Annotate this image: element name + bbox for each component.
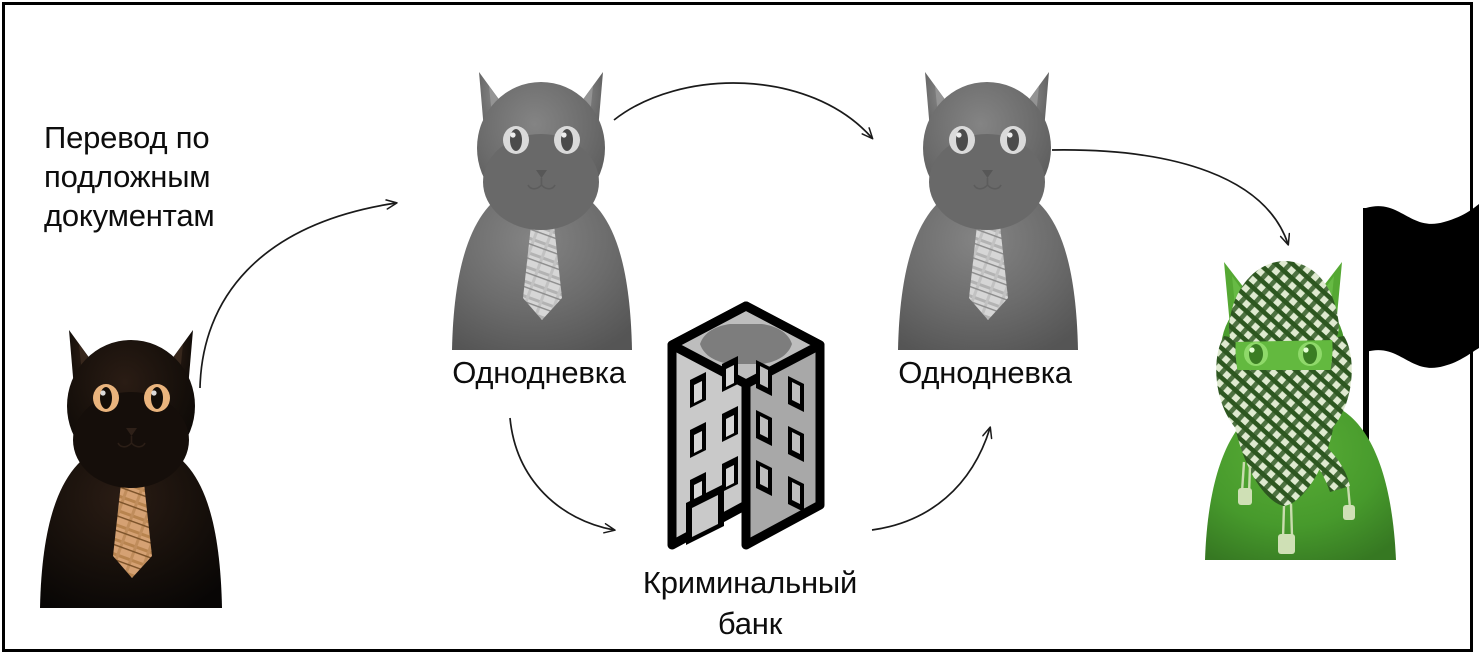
label-shell-company-2: Однодневка — [898, 355, 1072, 390]
label-transfer-by-forged-documents: Перевод по подложным документам — [44, 120, 215, 234]
shell-cat-2-illustration — [898, 72, 1078, 350]
label-shell-company-1: Однодневка — [452, 355, 626, 390]
militant-cat-illustration — [1205, 261, 1396, 560]
criminal-bank-building-illustration — [667, 301, 825, 550]
shell-cat-1-illustration — [452, 72, 632, 350]
businessman-cat-illustration — [40, 330, 222, 608]
black-flag-illustration — [1363, 204, 1479, 538]
label-criminal-bank: Криминальный банк — [642, 565, 858, 642]
